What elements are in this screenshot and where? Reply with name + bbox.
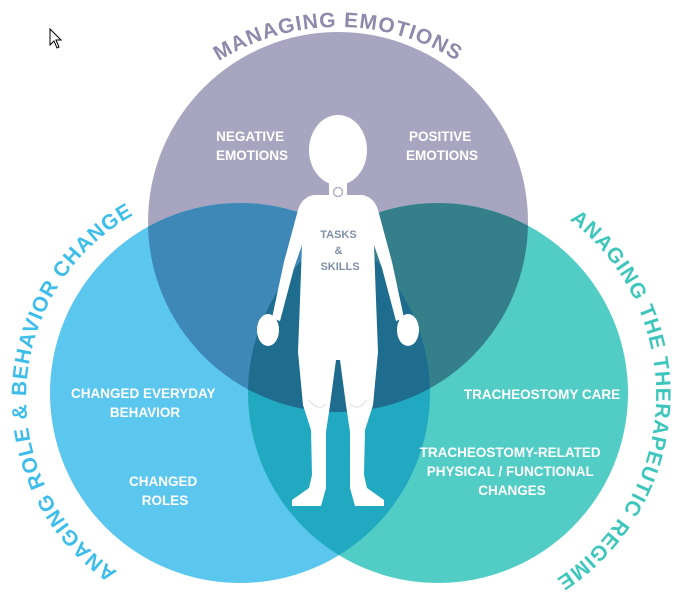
label-changed-everyday-behavior: CHANGED EVERYDAY BEHAVIOR [71, 386, 219, 420]
mouse-cursor-icon [49, 27, 63, 49]
label-tracheostomy-related-changes: TRACHEOSTOMY-RELATED PHYSICAL / FUNCTION… [420, 445, 605, 498]
label-negative-emotions: NEGATIVE EMOTIONS [216, 129, 288, 163]
tracheostomy-stoma-icon [332, 186, 344, 198]
child-figure-icon [257, 115, 419, 506]
knee-lines [308, 399, 368, 408]
label-tracheostomy-care: TRACHEOSTOMY CARE [464, 387, 620, 402]
center-tasks-skills: TASKS & SKILLS [320, 229, 360, 273]
label-changed-roles: CHANGED ROLES [129, 474, 201, 508]
label-positive-emotions: POSITIVE EMOTIONS [406, 129, 478, 163]
